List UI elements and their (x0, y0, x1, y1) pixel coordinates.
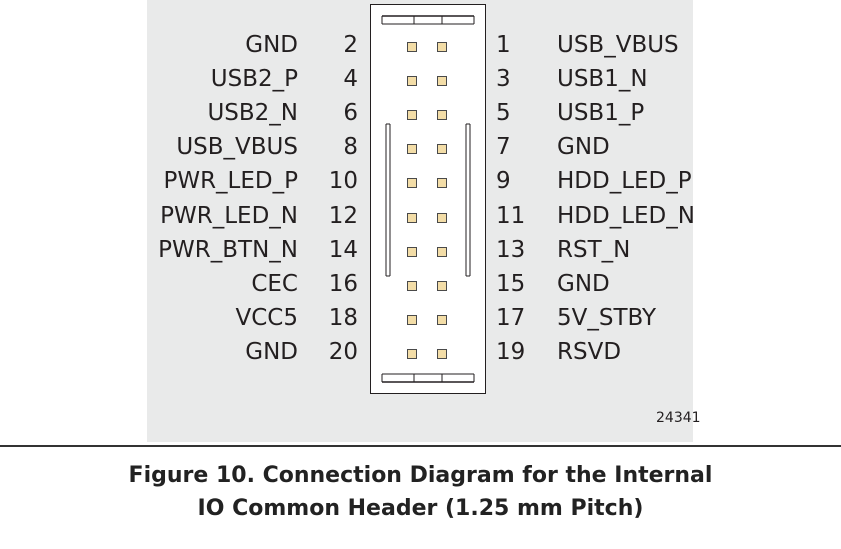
pin-number-odd: 5 (496, 100, 511, 127)
pin-name-odd: RSVD (557, 338, 622, 365)
pin-number-even: 12 (328, 202, 358, 229)
pin-square-even (407, 76, 417, 87)
pin-square-even (407, 110, 417, 121)
pin-name-odd: USB1_N (557, 66, 648, 93)
pin-number-even: 10 (328, 168, 358, 195)
pin-name-odd: 5V_STBY (557, 304, 657, 331)
pin-name-odd: GND (557, 270, 610, 297)
pin-number-odd: 7 (496, 134, 511, 161)
caption-divider (0, 445, 841, 447)
header-connector (370, 4, 486, 394)
pin-name-even: USB_VBUS (176, 134, 298, 161)
pin-square-even (407, 178, 417, 189)
pin-number-odd: 17 (496, 304, 526, 331)
pin-number-even: 6 (343, 100, 358, 127)
pin-number-even: 8 (343, 134, 358, 161)
pin-name-even: USB2_N (207, 100, 298, 127)
pin-name-even: CEC (251, 270, 298, 297)
pin-square-odd (437, 246, 447, 257)
pin-name-even: VCC5 (235, 304, 299, 331)
pin-square-even (407, 280, 417, 291)
pin-name-odd: GND (557, 134, 610, 161)
pin-square-odd (437, 178, 447, 189)
part-number: 24341 (656, 410, 701, 426)
pin-name-even: PWR_LED_P (163, 168, 298, 195)
pin-name-even: GND (245, 32, 298, 58)
pin-name-even: PWR_BTN_N (158, 236, 298, 263)
pin-square-even (407, 314, 417, 325)
pin-number-odd: 15 (496, 270, 526, 297)
pin-square-odd (437, 280, 447, 291)
pin-number-odd: 13 (496, 236, 526, 263)
pin-square-odd (437, 110, 447, 121)
pin-name-odd: HDD_LED_N (557, 202, 695, 229)
pin-name-odd: RST_N (557, 236, 631, 263)
pin-name-even: USB2_P (210, 66, 298, 93)
pin-name-odd: USB1_P (557, 100, 645, 127)
pin-number-even: 16 (328, 270, 358, 297)
pin-square-odd (437, 144, 447, 155)
pin-square-even (407, 246, 417, 257)
pin-name-even: GND (245, 338, 298, 365)
pin-number-odd: 1 (496, 32, 511, 58)
pin-square-odd (437, 314, 447, 325)
connector-outline (381, 14, 474, 383)
pin-square-even (407, 348, 417, 359)
pin-number-odd: 3 (496, 66, 511, 93)
pin-number-odd: 9 (496, 168, 511, 195)
pin-number-even: 20 (328, 338, 358, 365)
pin-square-odd (437, 76, 447, 87)
pin-number-even: 2 (343, 32, 358, 58)
pin-number-even: 18 (328, 304, 358, 331)
pin-name-odd: HDD_LED_P (557, 168, 692, 195)
pin-square-even (407, 42, 417, 52)
pin-square-even (407, 144, 417, 155)
pin-square-odd (437, 348, 447, 359)
pin-name-odd: USB_VBUS (557, 32, 679, 58)
pin-square-odd (437, 212, 447, 223)
pin-number-even: 14 (328, 236, 358, 263)
pin-square-even (407, 212, 417, 223)
figure-caption-line1: Figure 10. Connection Diagram for the In… (128, 463, 713, 488)
pin-name-even: PWR_LED_N (160, 202, 298, 229)
pin-square-odd (437, 42, 447, 52)
figure-caption-line2: IO Common Header (1.25 mm Pitch) (197, 496, 644, 521)
pin-number-even: 4 (343, 66, 358, 93)
pin-number-odd: 11 (496, 202, 526, 229)
pin-number-odd: 19 (496, 338, 526, 365)
